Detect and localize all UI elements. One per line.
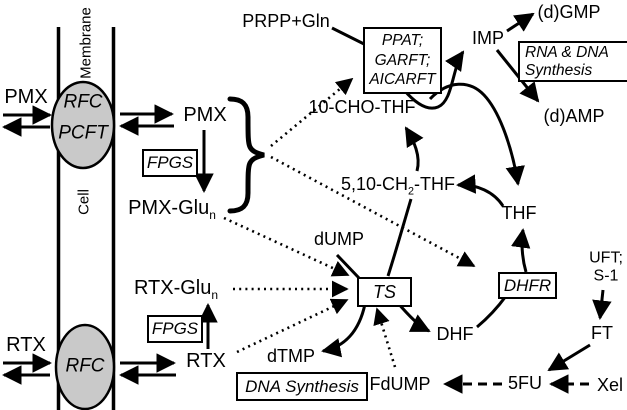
fpgs-top-box: FPGS — [142, 149, 198, 177]
prpp-gln-label: PRPP+Gln — [242, 11, 330, 31]
dump-to-ts-line — [335, 253, 361, 280]
imp-to-dgmp-arrow — [506, 12, 535, 33]
dtmp-label: dTMP — [266, 346, 316, 366]
prpp-to-purine-box-line — [331, 26, 367, 47]
pmx-glu-subscript: n — [209, 208, 216, 222]
rtx-glu-subscript: n — [211, 288, 219, 302]
uft-s1-label: UFT; S-1 — [589, 250, 623, 287]
ch2-thf-subscript: 2 — [408, 185, 415, 198]
rfc-top-label: RFC — [63, 91, 103, 113]
s1-to-ft-arrow — [592, 289, 612, 320]
dgmp-label: (d)GMP — [537, 2, 601, 22]
rfc-bottom-label: RFC — [65, 355, 105, 377]
rtx-polyglutamate-label: RTX-Glun — [133, 277, 218, 301]
ch2-thf-to-cho-thf-arrow — [404, 126, 424, 172]
fdump-inhibits-ts-arrow — [373, 307, 397, 368]
rtx-inhibits-ts-arrow — [236, 298, 349, 354]
s1-line: S-1 — [593, 268, 619, 285]
cell-label: Cell — [75, 189, 93, 215]
ch2-thf-label: 5,10-CH2-THF — [340, 174, 456, 197]
pmx-inhibits-dhfr-arrow — [270, 155, 476, 268]
dna-synthesis-box: DNA Synthesis — [236, 372, 368, 401]
rna-dna-line1: RNA & DNA — [525, 43, 609, 61]
dhf-label: DHF — [436, 324, 474, 344]
rtx-extracellular-label: RTX — [6, 334, 46, 356]
fpgs-bottom-box: FPGS — [147, 315, 203, 343]
rfc-pcft-transporter-shape — [50, 80, 116, 170]
pmx-inhibits-purine-box-arrow — [270, 77, 354, 148]
garft-label: GARFT; — [374, 51, 431, 69]
pmx-glu-inhibits-ts-arrow — [223, 216, 350, 277]
ch2-thf-pre: 5,10-CH — [340, 174, 409, 194]
pmx-extracellular-label: PMX — [4, 86, 48, 108]
imp-label: IMP — [471, 28, 505, 48]
xel-label: Xel — [596, 375, 624, 395]
purine-box-to-imp-arrow — [402, 50, 465, 110]
pmx-polyglutamate-label: PMX-Glun — [128, 197, 216, 221]
imp-to-damp-arrow — [495, 49, 540, 103]
thf-to-ch2-thf-arrow — [456, 174, 505, 207]
rfc-transporter-shape — [54, 323, 116, 410]
ft-label: FT — [591, 323, 613, 343]
pmx-brace — [227, 96, 265, 214]
ts-box: TS — [357, 277, 412, 307]
thf-label: THF — [501, 203, 537, 223]
pmx-glu-base: PMX-Glu — [128, 197, 210, 219]
dhfr-to-thf-arrow — [511, 228, 531, 273]
ts-to-dtmp-arrow — [321, 303, 367, 358]
ch2-thf-post: -THF — [414, 174, 456, 194]
rna-dna-line2: Synthesis — [525, 61, 593, 79]
rtx-intracellular-label: RTX — [186, 350, 226, 372]
dhfr-box: DHFR — [498, 272, 557, 299]
purine-enzymes-box: PPAT; GARFT; AICARFT — [363, 27, 442, 94]
ch2-thf-to-ts-line — [386, 198, 413, 277]
rtx-glu-base: RTX-Glu — [133, 277, 212, 299]
pcft-label: PCFT — [58, 122, 108, 144]
membrane-label: Membrane — [77, 7, 95, 79]
dump-label: dUMP — [313, 229, 365, 249]
rna-dna-synthesis-box: RNA & DNA Synthesis — [518, 41, 627, 82]
ppat-label: PPAT; — [381, 32, 424, 50]
cho-thf-label: 10-CHO-THF — [308, 97, 416, 117]
5fu-label: 5FU — [507, 373, 543, 393]
dhf-to-dhfr-line — [476, 295, 508, 329]
damp-label: (d)AMP — [543, 106, 605, 126]
aicarft-label: AICARFT — [369, 71, 436, 89]
fdump-label: FdUMP — [369, 374, 431, 394]
pmx-intracellular-label: PMX — [183, 104, 227, 126]
ft-to-5fu-arrow — [547, 343, 591, 372]
cho-thf-to-thf-arrow — [428, 82, 525, 186]
uft-line: UFT; — [589, 249, 623, 267]
